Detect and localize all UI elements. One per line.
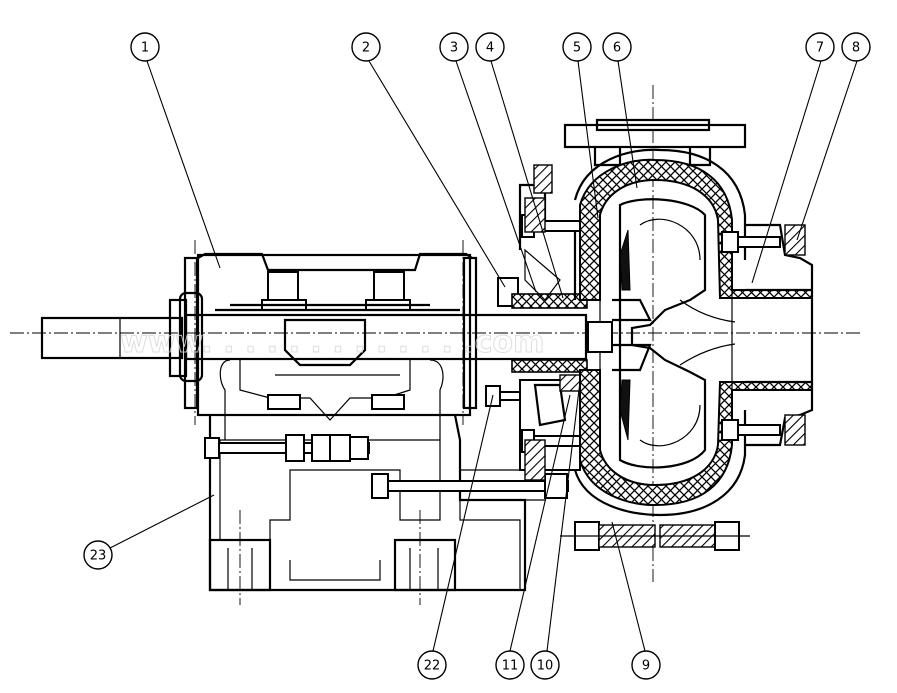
callout-label: 11: [502, 659, 519, 674]
callout-1: 1: [130, 32, 160, 62]
callout-7: 7: [805, 32, 835, 62]
callout-label: 1: [141, 41, 149, 56]
callout-11: 11: [495, 650, 525, 680]
callout-9: 9: [631, 650, 661, 680]
callout-label: 5: [573, 41, 581, 56]
callout-10: 10: [530, 650, 560, 680]
callout-label: 4: [486, 41, 494, 56]
callout-22: 22: [417, 650, 447, 680]
callout-label: 2: [362, 41, 370, 56]
suction-flange: [721, 223, 814, 447]
callout-3: 3: [439, 32, 469, 62]
pump-casing: [563, 118, 813, 517]
callout-label: 7: [816, 41, 824, 56]
callout-2: 2: [351, 32, 381, 62]
casing-bolts: [560, 521, 750, 551]
callout-label: 9: [642, 659, 650, 674]
pedestal-frame: [204, 359, 569, 592]
callout-4: 4: [475, 32, 505, 62]
stuffing-box: [485, 164, 595, 481]
callout-23: 23: [83, 540, 113, 570]
callout-label: 22: [424, 659, 441, 674]
callout-label: 10: [537, 659, 554, 674]
callout-label: 8: [852, 41, 860, 56]
callout-8: 8: [841, 32, 871, 62]
callout-6: 6: [602, 32, 632, 62]
callout-5: 5: [562, 32, 592, 62]
leader-lines: [109, 60, 858, 652]
callout-label: 6: [613, 41, 621, 56]
callout-label: 3: [450, 41, 458, 56]
watermark: www. . . . . . . . . . . . .com: [120, 325, 544, 360]
callout-label: 23: [90, 549, 107, 564]
impeller: [587, 198, 736, 469]
